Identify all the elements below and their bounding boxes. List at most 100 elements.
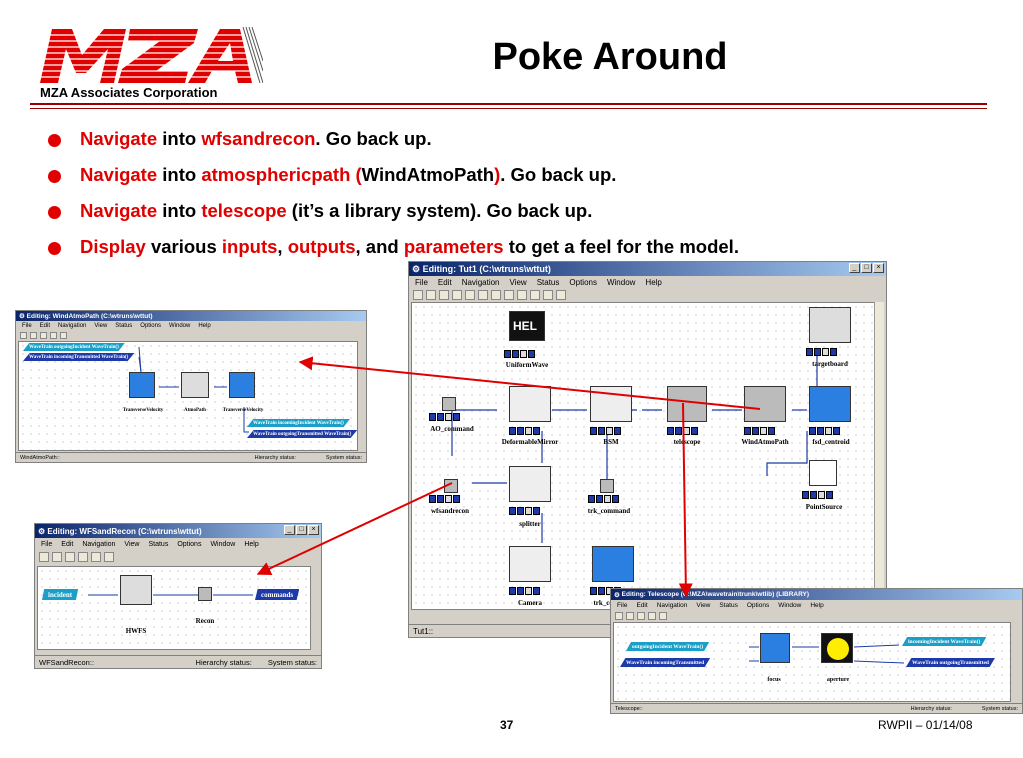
menu-status[interactable]: Status [536,277,560,287]
run-icon[interactable] [659,611,667,620]
open-icon[interactable] [30,331,37,339]
menu-view[interactable]: View [94,322,108,329]
arrow-icon[interactable] [517,290,527,300]
copy-icon[interactable] [452,290,462,300]
window-titlebar[interactable]: ⚙ Editing: Tut1 (C:\wtruns\wttut) [409,262,886,276]
copy-icon[interactable] [50,331,57,339]
maximize-button[interactable]: □ [296,525,307,535]
menu-view[interactable]: View [124,540,140,548]
atmopath-block[interactable] [181,372,209,398]
signal-incoming-transmitted[interactable]: WaveTrain incomingTransmitted WaveTrain(… [23,353,135,361]
signal-outgoing-incident[interactable]: outgoingIncident WaveTrain() [626,642,710,651]
fsd-centroid-block[interactable] [809,386,851,422]
tools-icon[interactable] [556,290,566,300]
hel-block[interactable]: HEL [509,311,545,341]
menu-file[interactable]: File [41,540,53,548]
close-button[interactable]: × [873,263,884,273]
new-icon[interactable] [615,611,623,620]
open-icon[interactable] [426,290,436,300]
menu-window[interactable]: Window [210,540,236,548]
pointsource-block[interactable] [809,460,837,486]
minimize-button[interactable]: _ [284,525,295,535]
open-icon[interactable] [626,611,634,620]
menu-file[interactable]: File [617,601,628,609]
menu-edit[interactable]: Edit [39,322,51,329]
menu-status[interactable]: Status [148,540,169,548]
copy-icon[interactable] [648,611,656,620]
signal-outgoing-transmitted[interactable]: WaveTrain outgoingTransmitted [906,658,995,667]
save-icon[interactable] [40,331,47,339]
minimize-button[interactable]: _ [849,263,860,273]
diagram-canvas[interactable]: WaveTrain outgoingIncident WaveTrain() W… [18,341,358,451]
windatmopath-block[interactable] [744,386,786,422]
menu-status[interactable]: Status [115,322,133,329]
menu-edit[interactable]: Edit [61,540,74,548]
zoom-icon[interactable] [491,290,501,300]
menu-window[interactable]: Window [606,277,636,287]
signal-incoming-transmitted[interactable]: WaveTrain incomingTransmitted [620,658,711,667]
signal-incoming-incident[interactable]: incomingIncident WaveTrain() [902,637,987,646]
trk-command-block[interactable] [600,479,614,493]
menu-navigation[interactable]: Navigation [58,322,87,329]
window-windatmopath[interactable]: ⚙ Editing: WindAtmoPath (C:\wtruns\wttut… [15,310,367,463]
menu-edit[interactable]: Edit [437,277,452,287]
trk-ce-block[interactable] [592,546,634,582]
transverse-velocity-block-1[interactable] [129,372,155,398]
menu-help[interactable]: Help [244,540,259,548]
telescope-block[interactable] [667,386,707,422]
new-icon[interactable] [20,331,27,339]
menu-options[interactable]: Options [140,322,161,329]
targetboard-block[interactable] [809,307,851,343]
new-icon[interactable] [39,552,49,562]
window-tut1[interactable]: ⚙ Editing: Tut1 (C:\wtruns\wttut) _□× Fi… [408,261,887,638]
grid-icon[interactable] [478,290,488,300]
diagram-canvas[interactable]: outgoingIncident WaveTrain() WaveTrain i… [613,622,1011,702]
hwfs-block[interactable] [120,575,152,605]
menu-status[interactable]: Status [719,601,738,609]
window-wfsandrecon[interactable]: ⚙ Editing: WFSandRecon (C:\wtruns\wttut)… [34,523,322,669]
menu-view[interactable]: View [509,277,527,287]
menu-help[interactable]: Help [810,601,824,609]
run-icon[interactable] [530,290,540,300]
transverse-velocity-block-2[interactable] [229,372,255,398]
menu-navigation[interactable]: Navigation [461,277,500,287]
run-icon[interactable] [104,552,114,562]
signal-outgoing-transmitted[interactable]: WaveTrain outgoingTransmitted WaveTrain(… [247,430,358,438]
window-titlebar[interactable]: ⚙ Editing: WindAtmoPath (C:\wtruns\wttut… [16,311,366,321]
run-icon[interactable] [60,331,67,339]
signal-incident[interactable]: incident [42,589,79,600]
diagram-canvas[interactable]: incident HWFS Recon commands [37,566,311,650]
menu-navigation[interactable]: Navigation [82,540,116,548]
paste-icon[interactable] [465,290,475,300]
help-icon[interactable] [504,290,514,300]
ao-command-block[interactable] [442,397,456,411]
close-button[interactable]: × [308,525,319,535]
maximize-button[interactable]: □ [861,263,872,273]
save-icon[interactable] [65,552,75,562]
menu-file[interactable]: File [22,322,32,329]
diagram-canvas[interactable]: HEL UniformWave targetboard AO_command D… [411,302,876,610]
window-telescope[interactable]: ⚙ Editing: Telescope (C:\MZA\wavetrain\t… [610,588,1023,714]
camera-block[interactable] [509,546,551,582]
window-titlebar[interactable]: ⚙ Editing: Telescope (C:\MZA\wavetrain\t… [611,589,1022,600]
menu-help[interactable]: Help [645,277,662,287]
menu-options[interactable]: Options [569,277,597,287]
menu-view[interactable]: View [696,601,711,609]
menu-file[interactable]: File [415,277,428,287]
menu-window[interactable]: Window [778,601,802,609]
menu-help[interactable]: Help [198,322,211,329]
aperture-block[interactable] [821,633,853,663]
build-icon[interactable] [543,290,553,300]
signal-commands[interactable]: commands [255,589,300,600]
recon-block[interactable] [198,587,212,601]
signal-outgoing-incident[interactable]: WaveTrain outgoingIncident WaveTrain() [23,343,125,351]
window-titlebar[interactable]: ⚙ Editing: WFSandRecon (C:\wtruns\wttut) [35,524,321,538]
open-icon[interactable] [52,552,62,562]
menu-options[interactable]: Options [746,601,770,609]
menu-edit[interactable]: Edit [636,601,648,609]
signal-incoming-incident[interactable]: WaveTrain incomingIncident WaveTrain() [247,419,350,427]
help-icon[interactable] [91,552,101,562]
splitter-block[interactable] [509,466,551,502]
menu-navigation[interactable]: Navigation [656,601,688,609]
deformablemirror-block[interactable] [509,386,551,422]
